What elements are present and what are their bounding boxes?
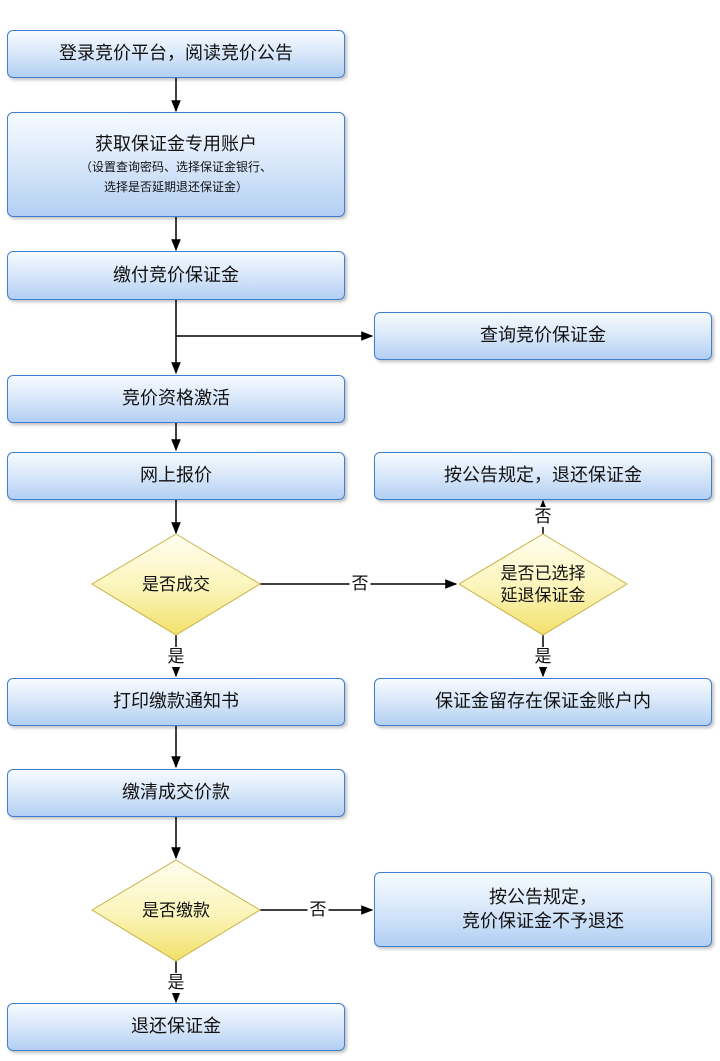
label-paid-no: 否	[307, 900, 329, 920]
step-bid: 网上报价	[7, 452, 345, 500]
step-pay-deposit-label: 缴付竞价保证金	[113, 264, 239, 286]
step-pay-deposit: 缴付竞价保证金	[7, 251, 345, 300]
step-get-account-title: 获取保证金专用账户	[95, 133, 257, 155]
step-refund-rule-label: 按公告规定，退还保证金	[444, 465, 642, 486]
step-pay-full-label: 缴清成交价款	[122, 782, 230, 803]
step-refund: 退还保证金	[7, 1003, 345, 1051]
decision-paid: 是否缴款	[92, 860, 260, 961]
label-delay-no: 否	[532, 507, 554, 527]
step-query-deposit-label: 查询竞价保证金	[480, 325, 606, 346]
decision-delay-line-1: 是否已选择	[500, 563, 586, 584]
step-activate-label: 竞价资格激活	[122, 388, 230, 409]
label-deal-yes: 是	[165, 647, 187, 667]
decision-paid-label: 是否缴款	[142, 900, 210, 921]
decision-deal-shape	[91, 533, 261, 636]
step-refund-label: 退还保证金	[131, 1016, 221, 1037]
decision-deal-label: 是否成交	[142, 574, 210, 595]
step-print-notice: 打印缴款通知书	[7, 678, 345, 726]
decision-paid-shape	[91, 859, 261, 962]
step-login-label: 登录竞价平台，阅读竞价公告	[59, 43, 293, 64]
step-get-account: 获取保证金专用账户 （设置查询密码、选择保证金银行、 选择是否延期退还保证金）	[7, 112, 345, 217]
step-bid-label: 网上报价	[140, 465, 212, 486]
step-get-account-note-1: （设置查询密码、选择保证金银行、	[79, 159, 272, 174]
label-delay-yes: 是	[532, 647, 554, 667]
step-forfeit-line-1: 按公告规定，	[489, 886, 597, 908]
step-keep-deposit: 保证金留存在保证金账户内	[374, 678, 712, 726]
decision-delay-shape	[458, 533, 628, 636]
step-get-account-note-2: 选择是否延期退还保证金）	[103, 179, 248, 194]
step-forfeit: 按公告规定， 竞价保证金不予退还	[374, 872, 712, 947]
step-activate: 竞价资格激活	[7, 375, 345, 423]
label-paid-yes: 是	[165, 973, 187, 993]
step-keep-deposit-label: 保证金留存在保证金账户内	[435, 691, 651, 712]
step-query-deposit: 查询竞价保证金	[374, 312, 712, 360]
label-deal-no: 否	[349, 574, 371, 594]
step-login: 登录竞价平台，阅读竞价公告	[7, 30, 345, 78]
decision-delay: 是否已选择 延退保证金	[459, 534, 627, 635]
step-pay-full: 缴清成交价款	[7, 769, 345, 817]
step-forfeit-line-2: 竞价保证金不予退还	[462, 910, 624, 932]
decision-deal: 是否成交	[92, 534, 260, 635]
decision-delay-line-2: 延退保证金	[500, 585, 586, 606]
step-print-notice-label: 打印缴款通知书	[113, 691, 239, 712]
step-refund-rule: 按公告规定，退还保证金	[374, 452, 712, 500]
